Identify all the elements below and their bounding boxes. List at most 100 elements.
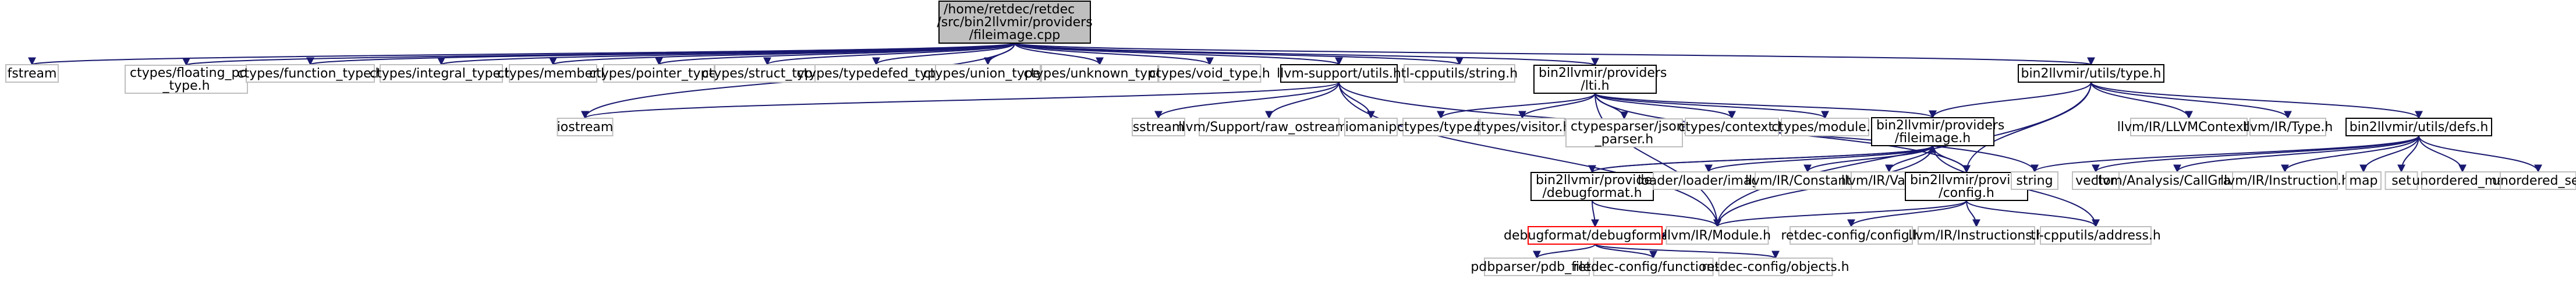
node-label: llvm/Support/raw_ostream.h bbox=[1178, 120, 1359, 135]
node-bin2llvmir-type[interactable]: bin2llvmir/utils/type.h bbox=[2018, 64, 2164, 83]
node-box bbox=[2040, 226, 2152, 245]
node-tl-string[interactable]: tl-cpputils/string.h bbox=[1401, 64, 1518, 83]
node-box bbox=[1530, 172, 1654, 201]
node-box bbox=[2421, 171, 2504, 190]
node-iostream[interactable]: iostream bbox=[557, 118, 614, 136]
node-tl-address[interactable]: tl-cpputils/address.h bbox=[2031, 226, 2161, 245]
node-ctypes-pointer[interactable]: ctypes/pointer_type.h bbox=[589, 64, 729, 83]
node-llvm-module[interactable]: llvm/IR/Module.h bbox=[1664, 226, 1771, 245]
node-label: unordered_set bbox=[2492, 174, 2576, 188]
node-debugformat-debugformat[interactable]: debugformat/debugformat.h bbox=[1504, 226, 1686, 245]
node-label: tl-cpputils/string.h bbox=[1401, 66, 1518, 81]
node-label: llvm/IR/Module.h bbox=[1664, 228, 1771, 243]
nodes-layer: /home/retdec/retdec/src/bin2llvmir/provi… bbox=[5, 1, 2576, 276]
node-box bbox=[2011, 171, 2058, 190]
node-label: set bbox=[2391, 174, 2411, 188]
edge-bin2llvmir_type-to-llvmcontext bbox=[2090, 82, 2193, 119]
node-bin2llvmir-defs[interactable]: bin2llvmir/utils/defs.h bbox=[2345, 118, 2492, 136]
node-ctypes-integral[interactable]: ctypes/integral_type.h bbox=[370, 64, 513, 83]
node-box bbox=[1666, 226, 1769, 245]
node-label: pdbparser/pdb_file.h bbox=[1471, 260, 1603, 274]
edge-bin2llvmir_lti-to-ctypes_module bbox=[1595, 93, 1829, 119]
node-label: retdec-config/config.h bbox=[1781, 228, 1921, 243]
node-label: tl-cpputils/address.h bbox=[2031, 228, 2161, 243]
node-ctypes-context[interactable]: ctypes/context.h bbox=[1678, 118, 1785, 136]
node-unordered-set[interactable]: unordered_set bbox=[2492, 171, 2576, 190]
node-box bbox=[2072, 171, 2120, 190]
node-raw-ostream[interactable]: llvm/Support/raw_ostream.h bbox=[1178, 118, 1360, 136]
node-unordered-map[interactable]: unordered_map bbox=[2412, 171, 2513, 190]
node-box bbox=[509, 64, 597, 83]
node-box bbox=[1593, 258, 1714, 276]
edge-bin2llvmir_defs-to-set bbox=[2397, 135, 2419, 173]
edge-bin2llvmir_defs-to-string bbox=[2031, 135, 2419, 173]
node-retdec-objects[interactable]: retdec-config/objects.h bbox=[1702, 258, 1849, 276]
node-sstream[interactable]: sstream bbox=[1132, 118, 1185, 136]
node-box bbox=[1905, 172, 2028, 201]
node-llvm-instruction[interactable]: llvm/IR/Instruction.h bbox=[2220, 171, 2350, 190]
node-box bbox=[1781, 118, 1869, 136]
node-ctypes-type[interactable]: ctypes/type.h bbox=[1397, 118, 1484, 136]
node-debugformat-h[interactable]: bin2llvmir/providers/debugformat.h bbox=[1530, 172, 1664, 201]
node-ctypes-union[interactable]: ctypes/union_type.h bbox=[923, 64, 1053, 83]
node-label: llvm/IR/Instruction.h bbox=[2220, 174, 2350, 188]
node-label: ctypes/integral_type.h bbox=[370, 66, 513, 81]
node-ctypes-function[interactable]: ctypes/function_type.h bbox=[237, 64, 384, 83]
node-label: bin2llvmir/providers bbox=[1536, 173, 1664, 188]
edge-bin2llvmir_defs-to-llvm_instruction bbox=[2281, 135, 2419, 173]
node-ctypes-struct[interactable]: ctypes/struct_type.h bbox=[702, 64, 833, 83]
node-ctypes-member[interactable]: ctypes/member.h bbox=[497, 64, 609, 83]
edge-root-to-ctypes_function bbox=[306, 43, 1015, 66]
edge-llvm_support_utils-to-raw_ostream bbox=[1265, 82, 1340, 119]
node-llvmcontext[interactable]: llvm/IR/LLVMContext.h bbox=[2117, 118, 2261, 136]
node-llvm-instructions[interactable]: llvm/IR/Instructions.h bbox=[1908, 226, 2044, 245]
node-bin2llvmir-fileimage[interactable]: bin2llvmir/providers/fileimage.h bbox=[1871, 117, 2004, 146]
node-bin2llvmir-lti[interactable]: bin2llvmir/providers/lti.h bbox=[1533, 65, 1667, 94]
node-box bbox=[125, 65, 248, 94]
node-llvm-support-utils[interactable]: llvm-support/utils.h bbox=[1277, 64, 1401, 83]
edges-layer bbox=[29, 43, 2542, 259]
node-box bbox=[1918, 226, 2035, 245]
edge-bin2llvmir_defs-to-unordered_map bbox=[2418, 135, 2467, 173]
node-label: ctypes/unknown_type.h bbox=[1023, 66, 1175, 81]
node-ctypes-unknown[interactable]: ctypes/unknown_type.h bbox=[1023, 64, 1176, 83]
node-ctypes-visitor[interactable]: ctypes/visitor.h bbox=[1474, 118, 1571, 136]
node-box bbox=[5, 64, 59, 83]
node-box bbox=[1479, 118, 1565, 136]
edge-llvm_support_utils-to-sstream bbox=[1154, 82, 1340, 119]
edge-config_h-to-llvm_instructions bbox=[1966, 200, 1980, 228]
node-label: ctypes/visitor.h bbox=[1474, 120, 1571, 135]
node-label: llvm/IR/Type.h bbox=[2243, 120, 2333, 135]
edge-root-to-bin2llvmir_lti bbox=[1014, 43, 1599, 66]
node-box bbox=[1790, 226, 1913, 245]
node-llvm-constants[interactable]: llvm/IR/Constants.h bbox=[1745, 171, 1870, 190]
node-label: ctypes/union_type.h bbox=[923, 66, 1053, 81]
node-pdb-file[interactable]: pdbparser/pdb_file.h bbox=[1471, 258, 1603, 276]
node-iomanip[interactable]: iomanip bbox=[1344, 118, 1398, 136]
node-label: bin2llvmir/utils/defs.h bbox=[2350, 120, 2489, 135]
edge-bin2llvmir_defs-to-callgraph bbox=[2173, 135, 2419, 173]
node-label: ctypes/struct_type.h bbox=[702, 66, 833, 81]
edge-debugformat_debugformat-to-pdb_file bbox=[1533, 244, 1596, 259]
node-ctypes-module[interactable]: ctypes/module.h bbox=[1771, 118, 1879, 136]
node-llvm-type[interactable]: llvm/IR/Type.h bbox=[2243, 118, 2333, 136]
node-box bbox=[1718, 258, 1833, 276]
edge-config_h-to-retdec_config bbox=[1847, 200, 1967, 228]
node-ctypes-void[interactable]: ctypes/void_type.h bbox=[1149, 64, 1270, 83]
node-vector[interactable]: vector bbox=[2072, 171, 2120, 190]
node-retdec-config[interactable]: retdec-config/config.h bbox=[1781, 226, 1922, 245]
node-label: /home/retdec/retdec bbox=[944, 2, 1075, 17]
node-ctypes-fp[interactable]: ctypes/floating_point_type.h bbox=[125, 65, 264, 94]
node-retdec-functions[interactable]: retdec-config/functions.h bbox=[1573, 258, 1734, 276]
node-ctypes-typedefed[interactable]: ctypes/typedefed_type.h bbox=[796, 64, 956, 83]
node-root[interactable]: /home/retdec/retdec/src/bin2llvmir/provi… bbox=[937, 1, 1093, 44]
node-map[interactable]: map bbox=[2345, 171, 2382, 190]
node-label: debugformat/debugformat.h bbox=[1504, 228, 1686, 243]
node-set[interactable]: set bbox=[2384, 171, 2418, 190]
node-string[interactable]: string bbox=[2011, 171, 2058, 190]
node-fstream[interactable]: fstream bbox=[5, 64, 59, 83]
edge-bin2llvmir_lti-to-ctypes_visitor bbox=[1518, 93, 1596, 119]
edge-bin2llvmir_lti-to-llvm_module bbox=[1595, 93, 1721, 228]
edge-bin2llvmir_type-to-llvm_type bbox=[2090, 82, 2292, 119]
